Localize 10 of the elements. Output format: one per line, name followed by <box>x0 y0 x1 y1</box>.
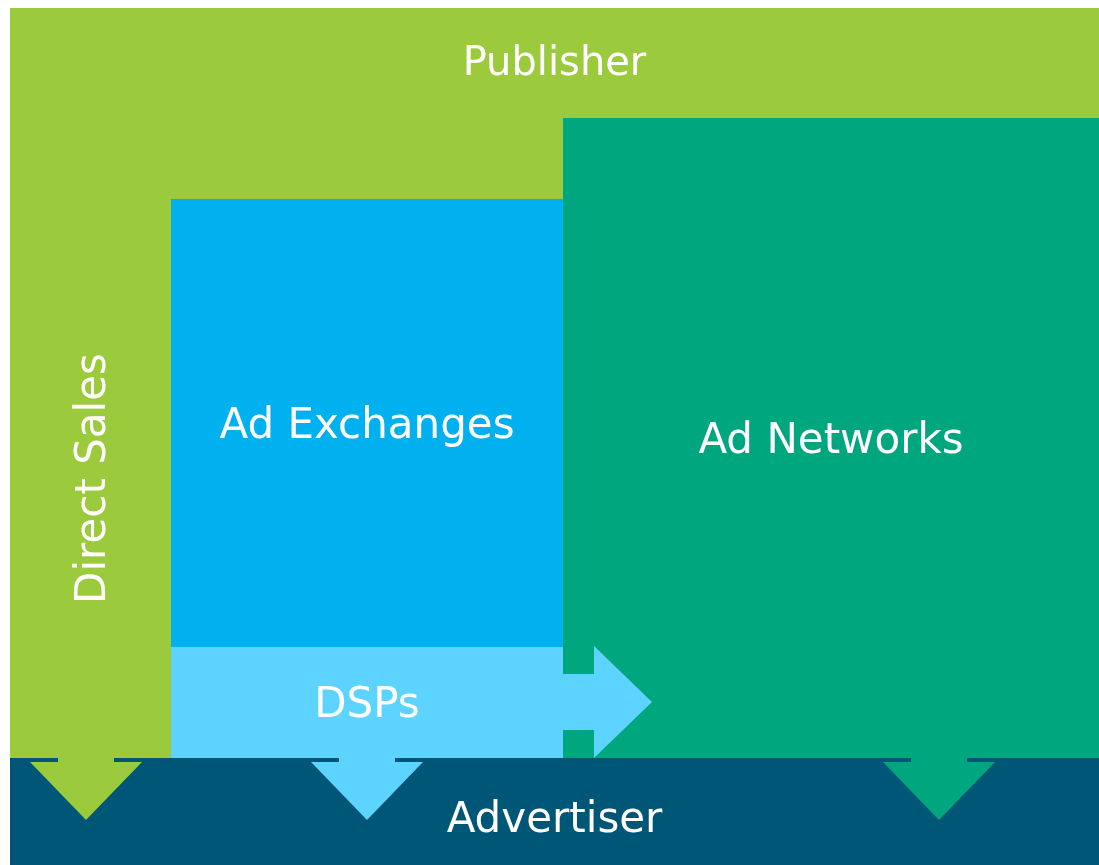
block-arrow <box>311 758 423 820</box>
advertiser-band: Advertiser <box>10 758 1099 865</box>
publisher-band: Publisher <box>10 8 1099 199</box>
block-arrow <box>30 758 142 820</box>
exchange-panel: Ad Exchanges <box>171 199 563 647</box>
network-panel: Ad Networks <box>563 118 1099 758</box>
direct-sales-column: Direct Sales <box>10 199 171 758</box>
block-arrow <box>563 646 652 758</box>
block-arrow <box>883 758 995 820</box>
dsp-panel: DSPs <box>171 647 563 758</box>
